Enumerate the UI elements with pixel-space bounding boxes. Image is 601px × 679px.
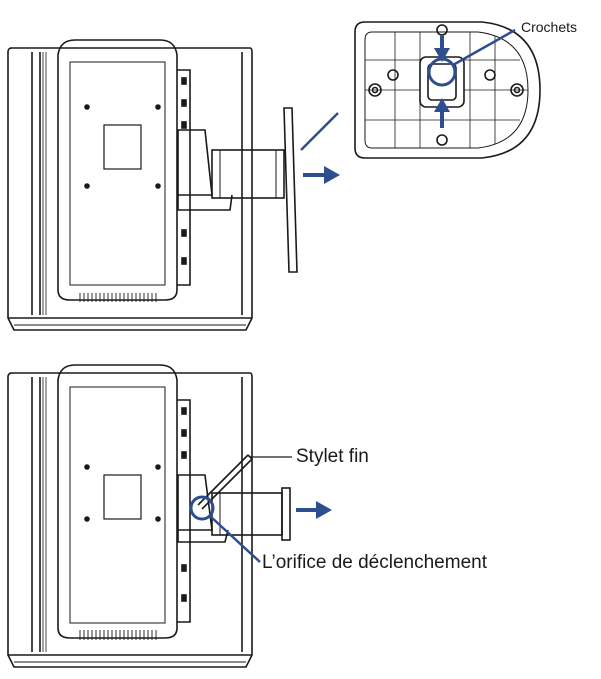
hooks-leader-line — [452, 28, 516, 67]
release-hole-circle — [189, 495, 215, 521]
release-hole-leader-line — [209, 515, 261, 563]
stand-base-underside — [354, 21, 541, 159]
leader-line — [300, 112, 339, 151]
hook-highlight-circle — [427, 57, 457, 87]
arrow-right-icon — [303, 166, 340, 184]
monitor-rear-bottom — [7, 364, 291, 668]
arrow-right-icon — [296, 501, 332, 519]
monitor-rear-top — [7, 39, 298, 331]
label-hooks: Crochets — [521, 19, 578, 35]
label-release-hole: L’orifice de déclenchement — [262, 552, 487, 573]
hook-arrows — [427, 28, 516, 128]
label-thin-stylus: Stylet fin — [296, 446, 369, 467]
